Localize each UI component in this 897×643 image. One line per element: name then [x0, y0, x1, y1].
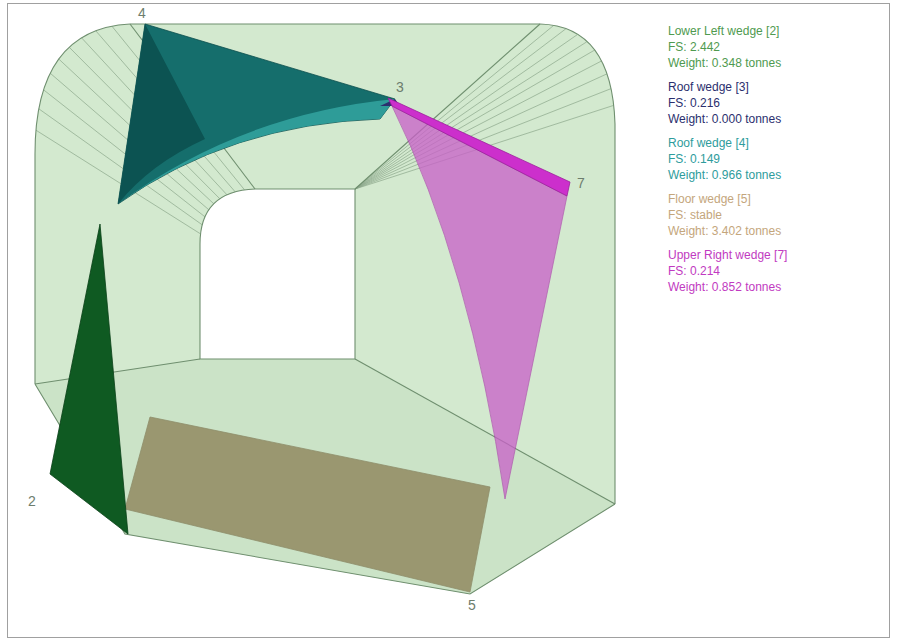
- legend-text: FS: 0.216: [668, 97, 720, 109]
- tunnel-edges: [35, 24, 615, 594]
- callout-number: 5: [468, 598, 476, 612]
- legend-text: FS: 2.442: [668, 41, 720, 53]
- floor-wedge: [125, 417, 490, 592]
- legend-text: Weight: 3.402 tonnes: [668, 225, 781, 237]
- callout-number: 4: [138, 6, 146, 20]
- legend-text: FS: 0.214: [668, 265, 720, 277]
- figure-frame: [8, 4, 890, 638]
- tunnel-surface: [35, 24, 615, 594]
- legend-text: Roof wedge [4]: [668, 137, 749, 149]
- lower-left-wedge: [50, 224, 128, 534]
- legend-text: Lower Left wedge [2]: [668, 25, 779, 37]
- legend-text: FS: stable: [668, 209, 722, 221]
- upper-right-wedge-face: [392, 106, 567, 499]
- roof-wedge-4: [118, 24, 395, 204]
- legend-text: Weight: 0.348 tonnes: [668, 57, 781, 69]
- upper-right-wedge-top: [388, 98, 570, 196]
- callout-number: 2: [28, 494, 36, 508]
- legend-text: Weight: 0.000 tonnes: [668, 113, 781, 125]
- legend-text: Upper Right wedge [7]: [668, 249, 787, 261]
- legend-text: FS: 0.149: [668, 153, 720, 165]
- legend-text: Roof wedge [3]: [668, 81, 749, 93]
- callout-number: 7: [577, 176, 585, 190]
- roof-wedge-4-face: [118, 24, 205, 204]
- roof-wedge-4-lower-face: [118, 99, 395, 204]
- legend-text: Weight: 0.966 tonnes: [668, 169, 781, 181]
- legend-text: Floor wedge [5]: [668, 193, 751, 205]
- legend-text: Weight: 0.852 tonnes: [668, 281, 781, 293]
- callout-number: 3: [396, 80, 404, 94]
